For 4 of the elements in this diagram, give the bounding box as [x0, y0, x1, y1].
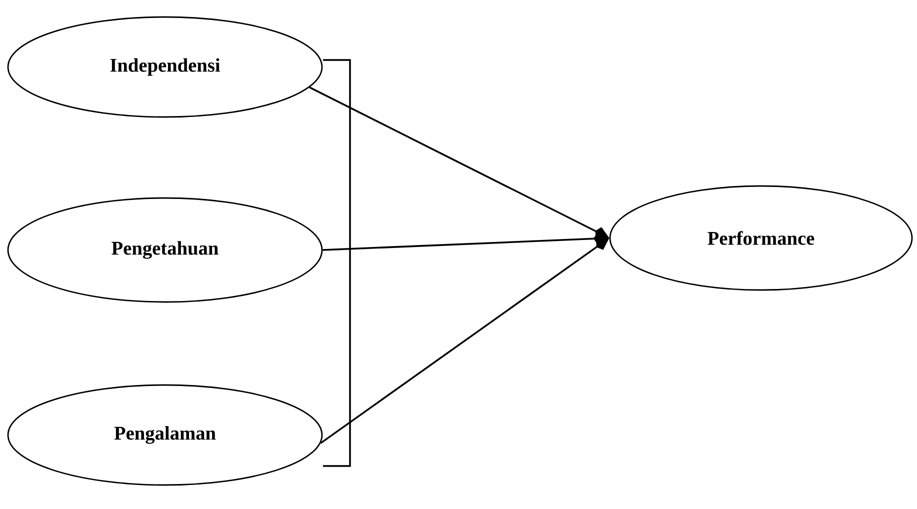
ellipse-node: Pengetahuan: [7, 197, 323, 303]
ellipse-node: Pengalaman: [7, 384, 323, 486]
ellipse-node: Performance: [609, 185, 913, 291]
ellipse-node: Independensi: [7, 16, 323, 118]
